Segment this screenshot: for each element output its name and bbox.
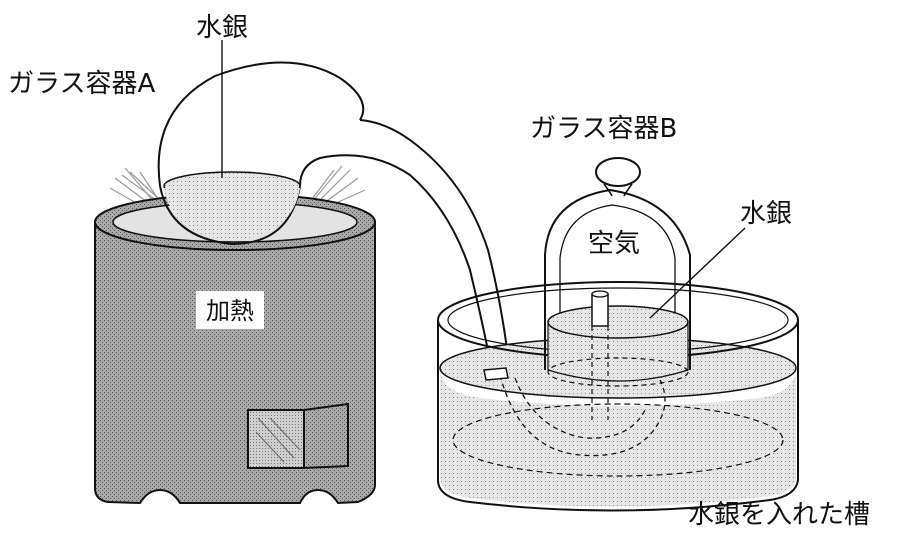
glass-container-a xyxy=(157,61,511,373)
heating-label: 加熱 xyxy=(206,297,254,325)
mercury-right-label: 水銀 xyxy=(740,199,792,229)
leader-lines xyxy=(221,40,746,319)
heating-label-group: 加熱 xyxy=(196,291,264,329)
heat-rays xyxy=(109,165,366,209)
jar-knob xyxy=(595,157,641,187)
furnace-door xyxy=(303,402,349,470)
furnace xyxy=(94,193,376,505)
glass-container-b xyxy=(544,157,691,420)
glass-container-a-label: ガラス容器A xyxy=(8,69,155,99)
mercury-in-jar xyxy=(547,305,689,339)
tube-in-trough xyxy=(499,374,666,457)
glass-container-b-label: ガラス容器B xyxy=(530,114,677,144)
tube-mouth xyxy=(483,367,509,381)
mercury-top-label: 水銀 xyxy=(196,13,248,43)
trough-label: 水銀を入れた槽 xyxy=(688,500,870,530)
furnace-window xyxy=(247,409,305,469)
air-label: 空気 xyxy=(588,229,640,259)
